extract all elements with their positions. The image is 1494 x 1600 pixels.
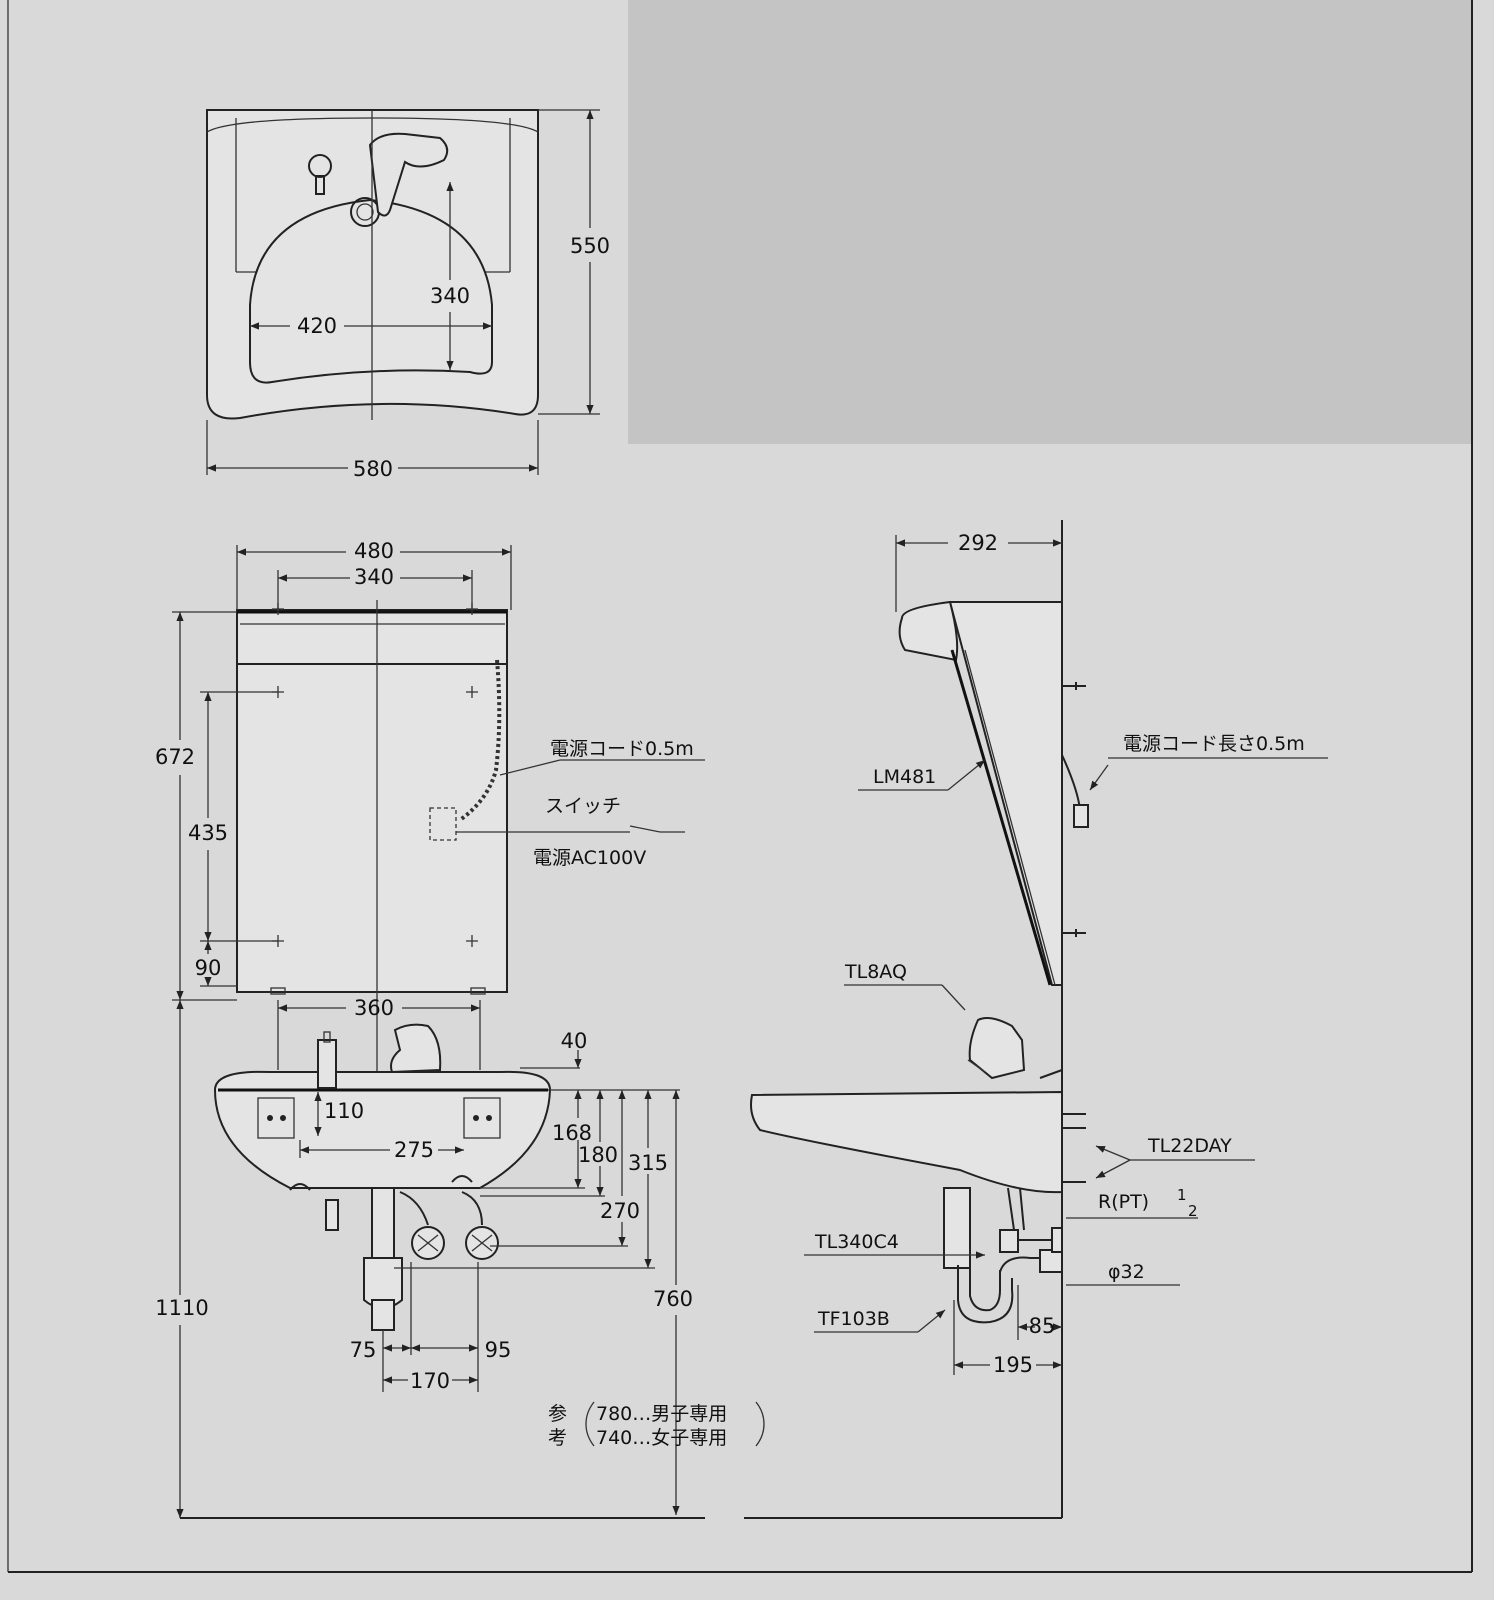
label-power-ac: 電源AC100V	[533, 847, 646, 869]
label-switch: スイッチ	[545, 795, 621, 817]
dim-110: 110	[324, 1099, 364, 1123]
masked-panel	[628, 0, 1472, 444]
dim-340-top: 340	[430, 284, 470, 308]
dim-195: 195	[993, 1353, 1033, 1377]
dim-180: 180	[578, 1143, 618, 1167]
dim-168: 168	[552, 1121, 592, 1145]
label-thread-denominator: 2	[1188, 1202, 1198, 1220]
label-thread-numerator: 1	[1177, 1186, 1187, 1204]
label-tl8aq: TL8AQ	[844, 961, 907, 983]
ref-char-2: 考	[548, 1427, 567, 1449]
dim-315: 315	[628, 1151, 668, 1175]
top-view	[206, 109, 600, 475]
label-phi32: φ32	[1108, 1261, 1145, 1283]
dim-550: 550	[570, 234, 610, 258]
dim-170: 170	[410, 1369, 450, 1393]
dim-90: 90	[195, 956, 222, 980]
dim-95: 95	[485, 1338, 512, 1362]
label-tl340c4: TL340C4	[814, 1231, 899, 1253]
dim-580: 580	[353, 457, 393, 481]
dim-435: 435	[188, 821, 228, 845]
label-tl22day: TL22DAY	[1147, 1135, 1232, 1157]
label-thread-rpt: R(PT)	[1098, 1191, 1149, 1213]
dim-75: 75	[350, 1338, 377, 1362]
dim-292: 292	[958, 531, 998, 555]
dim-480: 480	[354, 539, 394, 563]
dim-40: 40	[561, 1029, 588, 1053]
dim-85: 85	[1029, 1314, 1056, 1338]
front-view	[172, 545, 765, 1519]
label-power-cord: 電源コード0.5m	[550, 738, 694, 760]
dim-340-front: 340	[354, 565, 394, 589]
ref-line-740: 740…女子専用	[596, 1427, 727, 1449]
dim-1110: 1110	[155, 1296, 208, 1320]
dim-275: 275	[394, 1138, 434, 1162]
dim-270: 270	[600, 1199, 640, 1223]
dim-420: 420	[297, 314, 337, 338]
label-lm481: LM481	[873, 766, 936, 788]
dim-760: 760	[653, 1287, 693, 1311]
side-view	[744, 520, 1328, 1519]
label-cord-length: 電源コード長さ0.5m	[1123, 733, 1305, 755]
label-tf103b: TF103B	[817, 1308, 890, 1330]
dim-360: 360	[354, 996, 394, 1020]
ref-char-1: 参	[548, 1403, 567, 1425]
dim-672: 672	[155, 745, 195, 769]
ref-line-780: 780…男子専用	[596, 1403, 727, 1425]
